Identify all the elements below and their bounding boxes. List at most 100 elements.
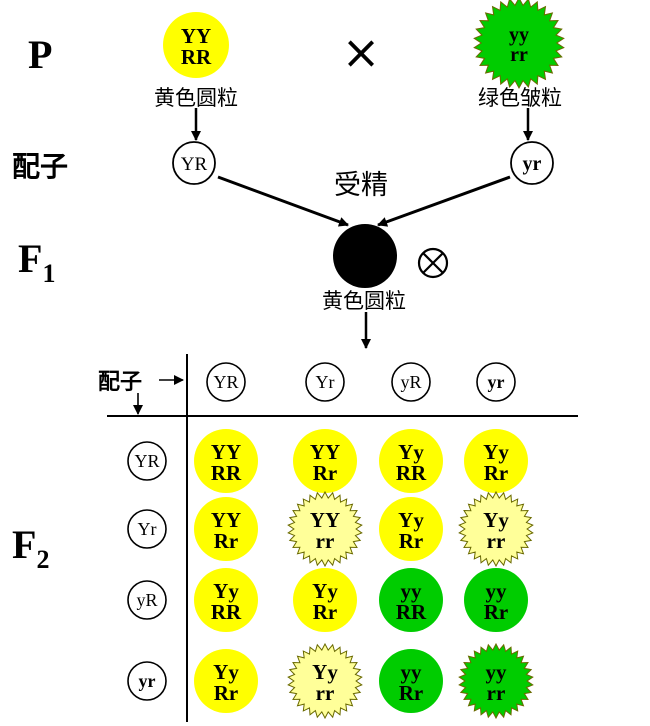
punnett-row-gamete-circle — [127, 441, 167, 481]
parent-left-genotype-bottom: RR — [181, 45, 212, 69]
punnett-cell-genotype-bottom: Rr — [313, 600, 338, 624]
punnett-cell-genotype-bottom: RR — [396, 600, 427, 624]
punnett-cell-genotype-bottom: RR — [211, 461, 242, 485]
parent-left-phenotype: 黄色圆粒 — [154, 86, 238, 110]
selfing-symbol — [417, 247, 449, 279]
punnett-cell-round-seed — [194, 429, 258, 493]
gamete-right-label: yr — [523, 153, 542, 175]
punnett-cell-genotype-top: yy — [401, 660, 423, 684]
punnett-cell-genotype-bottom: Rr — [313, 461, 338, 485]
punnett-cell-round-seed — [464, 568, 528, 632]
punnett-col-gamete-circle — [305, 362, 345, 402]
punnett-cell-genotype-top: yy — [486, 660, 508, 684]
parent-left-genotype-top: YY — [181, 24, 211, 48]
punnett-row-gamete-label: YR — [134, 451, 159, 471]
punnett-cell-wrinkled-seed — [287, 642, 363, 720]
punnett-cell-genotype-bottom: RR — [211, 600, 242, 624]
punnett-cell-genotype-top: Yy — [312, 579, 338, 603]
punnett-gamete-header: 配子 — [98, 370, 142, 395]
gamete-left-label: YR — [181, 154, 208, 175]
punnett-cell-wrinkled-seed — [458, 490, 534, 568]
parent-left-round-seed — [163, 12, 229, 78]
fertilization-label: 受精 — [334, 170, 388, 201]
punnett-col-gamete-circle — [206, 362, 246, 402]
punnett-cell-wrinkled-seed — [287, 490, 363, 568]
selfing-symbol-stroke-b — [422, 252, 444, 274]
punnett-cell-genotype-top: Yy — [483, 508, 509, 532]
punnett-cell-genotype-top: YY — [211, 440, 241, 464]
punnett-cell-round-seed — [379, 429, 443, 493]
punnett-cell-genotype-bottom: RR — [396, 461, 427, 485]
gamete-left-circle — [172, 141, 216, 185]
punnett-cell-round-seed — [379, 568, 443, 632]
generation-label-p: P — [28, 32, 52, 77]
f1-genotype-top: Yy — [352, 235, 378, 259]
punnett-cell-genotype-bottom: Rr — [214, 529, 239, 553]
punnett-cell-genotype-top: Yy — [398, 440, 424, 464]
punnett-cell-genotype-bottom: Rr — [214, 681, 239, 705]
punnett-row-gamete-label: yr — [139, 671, 156, 691]
parent-right-genotype-top: yy — [509, 24, 529, 46]
punnett-cell-round-seed — [379, 649, 443, 713]
punnett-cell-round-seed — [194, 497, 258, 561]
punnett-offspring-grid: YYRRYYRrYyRRYyRrYYRrYYrrYyRrYyrrYyRRYyRr… — [194, 429, 534, 720]
generation-label-f2: F2 — [12, 522, 49, 574]
parent-right-genotype-bottom: rr — [510, 44, 528, 66]
punnett-row-gametes: YR Yr yR yr — [127, 441, 167, 701]
punnett-col-gamete-label: YR — [213, 372, 238, 392]
punnett-cell-genotype-top: Yy — [398, 508, 424, 532]
punnett-cell-genotype-bottom: rr — [487, 681, 506, 705]
punnett-cell-genotype-top: YY — [310, 440, 340, 464]
punnett-cell-round-seed — [194, 649, 258, 713]
punnett-col-gamete-label: Yr — [316, 372, 335, 392]
generation-label-f1: F1 — [18, 236, 55, 288]
gamete-right-circle — [510, 141, 554, 185]
punnett-row-gamete-label: yR — [136, 590, 157, 610]
parent-right-wrinkled-seed — [473, 0, 565, 90]
punnett-cell-wrinkled-seed — [458, 642, 534, 720]
punnett-cell-genotype-bottom: rr — [487, 529, 506, 553]
punnett-col-gamete-circle — [391, 362, 431, 402]
punnett-cell-genotype-bottom: rr — [316, 681, 335, 705]
punnett-col-gamete-circle — [476, 362, 516, 402]
parent-right-phenotype: 绿色皱粒 — [478, 86, 562, 110]
punnett-cell-genotype-bottom: Rr — [484, 600, 509, 624]
arrow-fertilization-left — [217, 175, 349, 227]
f1-phenotype: 黄色圆粒 — [322, 289, 406, 313]
punnett-cell-round-seed — [293, 429, 357, 493]
punnett-cell-genotype-top: Yy — [213, 660, 239, 684]
punnett-cell-round-seed — [464, 429, 528, 493]
punnett-row-gamete-circle — [127, 661, 167, 701]
f1-round-seed — [333, 224, 397, 288]
punnett-row-gamete-circle — [127, 580, 167, 620]
punnett-cell-genotype-bottom: Rr — [399, 681, 424, 705]
punnett-row-gamete-label: Yr — [138, 519, 157, 539]
punnett-cell-genotype-top: Yy — [312, 660, 338, 684]
arrow-fertilization-right — [377, 175, 511, 227]
f1-genotype-bottom: Rr — [353, 256, 378, 280]
cross-symbol: × — [342, 25, 381, 79]
punnett-cell-genotype-top: yy — [486, 579, 508, 603]
punnett-col-gamete-label: yR — [400, 372, 421, 392]
punnett-cell-genotype-bottom: Rr — [484, 461, 509, 485]
punnett-cell-genotype-top: YY — [310, 508, 340, 532]
gamete-row-label: 配子 — [12, 150, 68, 183]
punnett-cell-genotype-top: yy — [401, 579, 423, 603]
punnett-row-gamete-circle — [127, 509, 167, 549]
